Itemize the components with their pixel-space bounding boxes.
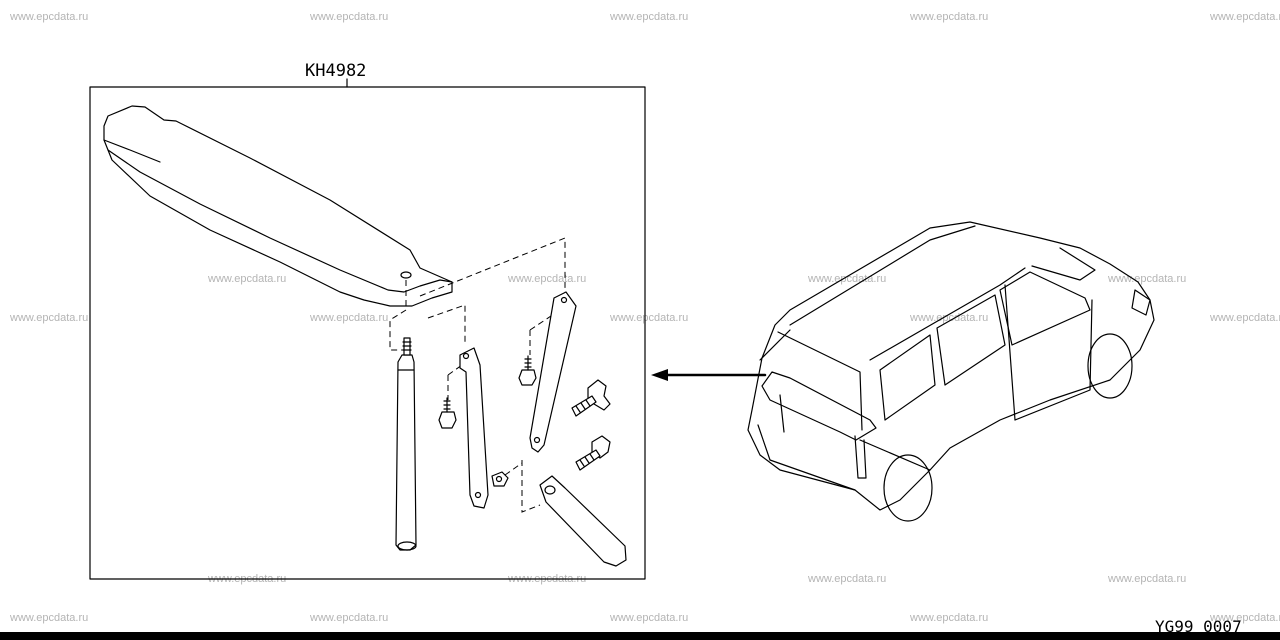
watermark-text: www.epcdata.ru (807, 573, 886, 585)
watermark-text: www.epcdata.ru (1107, 573, 1186, 585)
watermark-text: www.epcdata.ru (207, 273, 286, 285)
bottom-border (0, 632, 1280, 640)
watermark-text: www.epcdata.ru (909, 612, 988, 624)
watermark-text: www.epcdata.ru (1209, 612, 1280, 624)
watermark-text: www.epcdata.ru (9, 312, 88, 324)
left-support-stay[interactable] (459, 347, 489, 509)
watermark-text: www.epcdata.ru (1209, 11, 1280, 23)
diagram-code: YG99 0007 (1155, 617, 1242, 636)
watermark-text: www.epcdata.ru (609, 312, 688, 324)
bolt-mid[interactable] (518, 355, 537, 386)
watermark-text: www.epcdata.ru (507, 273, 586, 285)
watermark-text: www.epcdata.ru (909, 312, 988, 324)
watermark-text: www.epcdata.ru (609, 11, 688, 23)
right-support-stay[interactable] (529, 291, 577, 453)
watermark-text: www.epcdata.ru (309, 11, 388, 23)
watermark-text: www.epcdata.ru (1209, 312, 1280, 324)
wing-bolt-lower[interactable] (575, 435, 611, 471)
bolt-left[interactable] (438, 397, 457, 429)
watermark-text: www.epcdata.ru (309, 312, 388, 324)
nut-small[interactable] (491, 471, 509, 487)
rear-shelf-board[interactable] (103, 105, 453, 307)
watermark-text: www.epcdata.ru (9, 612, 88, 624)
wing-bolt-upper[interactable] (571, 379, 611, 417)
gas-strut[interactable] (395, 337, 417, 551)
watermark-text: www.epcdata.ru (309, 612, 388, 624)
watermark-text: www.epcdata.ru (909, 11, 988, 23)
part-group-frame (89, 86, 646, 580)
part-number-label[interactable]: KH4982 (305, 61, 366, 81)
lower-bracket-arm[interactable] (539, 475, 627, 567)
watermark-text: www.epcdata.ru (9, 11, 88, 23)
watermark-layer: www.epcdata.ru www.epcdata.ru www.epcdata.… (9, 11, 1280, 624)
watermark-text: www.epcdata.ru (807, 273, 886, 285)
vehicle-illustration[interactable] (747, 221, 1155, 522)
watermark-text: www.epcdata.ru (1107, 273, 1186, 285)
watermark-text: www.epcdata.ru (609, 612, 688, 624)
location-arrow (651, 369, 767, 381)
